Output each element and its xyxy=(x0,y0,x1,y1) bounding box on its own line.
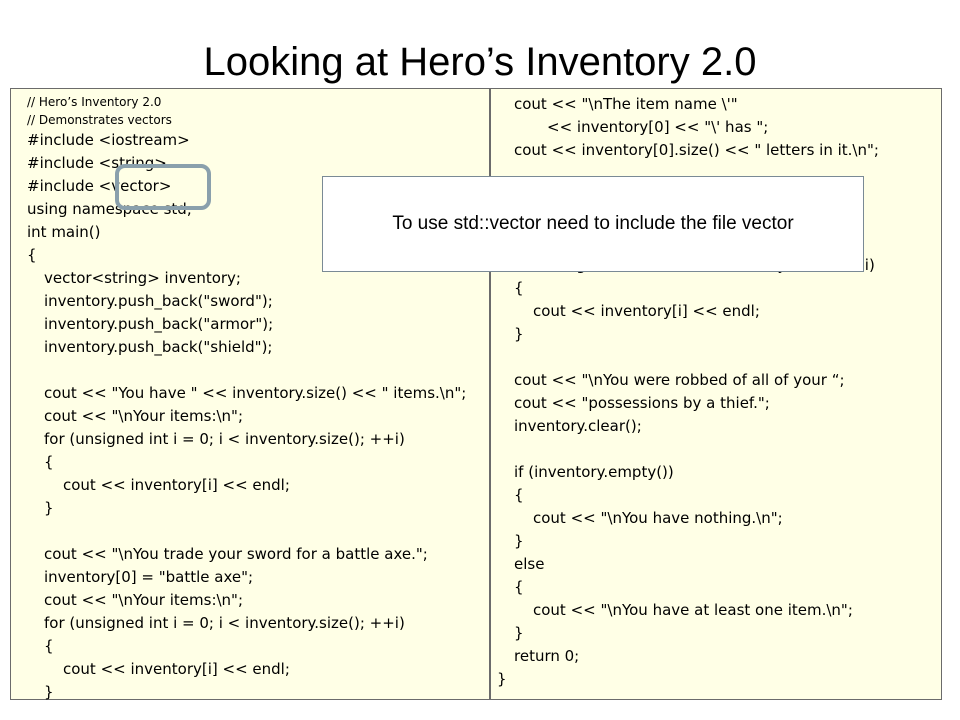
code-line: else xyxy=(514,555,545,573)
code-line: vector<string> inventory; xyxy=(44,269,241,287)
code-line: cout << "\nYour items:\n"; xyxy=(44,407,244,425)
code-line: for (unsigned int i = 0; i < inventory.s… xyxy=(44,430,405,448)
slide-title: Looking at Hero’s Inventory 2.0 xyxy=(203,40,757,84)
code-line: { xyxy=(514,578,524,596)
code-line: } xyxy=(514,624,524,642)
code-line: cout << "\nYou have nothing.\n"; xyxy=(533,509,783,527)
code-line: cout << "\nThe item name \'" xyxy=(514,95,738,113)
code-line: if (inventory.empty()) xyxy=(514,463,674,481)
code-line: cout << inventory[i] << endl; xyxy=(63,660,290,678)
page-margin xyxy=(942,88,960,700)
code-line: cout << inventory[i] << endl; xyxy=(63,476,290,494)
code-line xyxy=(27,359,489,382)
code-line: inventory.push_back("shield"); xyxy=(44,338,273,356)
code-line: cout << "\nYou have at least one item.\n… xyxy=(533,601,853,619)
code-line xyxy=(497,346,941,369)
code-line: cout << "\nYour items:\n"; xyxy=(44,591,244,609)
code-line: { xyxy=(44,637,54,655)
code-line: // Hero’s Inventory 2.0 xyxy=(27,95,162,109)
code-line: { xyxy=(514,486,524,504)
code-line: } xyxy=(497,670,507,688)
code-line: { xyxy=(44,453,54,471)
code-line: inventory.push_back("armor"); xyxy=(44,315,274,333)
code-line: inventory.push_back("sword"); xyxy=(44,292,273,310)
code-line: #include <string> xyxy=(27,154,167,172)
code-line: inventory[0] = "battle axe"; xyxy=(44,568,254,586)
code-line: { xyxy=(27,246,37,264)
code-line: cout << "You have " << inventory.size() … xyxy=(44,384,467,402)
callout-box: To use std::vector need to include the f… xyxy=(322,176,864,272)
code-line: cout << "\nYou trade your sword for a ba… xyxy=(44,545,428,563)
code-line: cout << inventory[0].size() << " letters… xyxy=(514,141,879,159)
code-line xyxy=(497,438,941,461)
code-line: } xyxy=(44,499,54,517)
code-line: } xyxy=(44,683,54,701)
code-line: for (unsigned int i = 0; i < inventory.s… xyxy=(44,614,405,632)
include-vector-highlight xyxy=(115,164,211,210)
code-line: // Demonstrates vectors xyxy=(27,113,172,127)
code-line: { xyxy=(514,279,524,297)
code-line: return 0; xyxy=(514,647,580,665)
code-line: cout << inventory[i] << endl; xyxy=(533,302,760,320)
code-line: } xyxy=(514,325,524,343)
code-line: #include <iostream> xyxy=(27,131,190,149)
code-line: cout << "possessions by a thief."; xyxy=(514,394,770,412)
code-line: } xyxy=(514,532,524,550)
code-line: inventory.clear(); xyxy=(514,417,642,435)
callout-text: To use std::vector need to include the f… xyxy=(392,213,794,234)
code-line: << inventory[0] << "\' has "; xyxy=(547,118,769,136)
code-line: cout << "\nYou were robbed of all of you… xyxy=(514,371,845,389)
code-line xyxy=(27,520,489,543)
code-line: int main() xyxy=(27,223,101,241)
